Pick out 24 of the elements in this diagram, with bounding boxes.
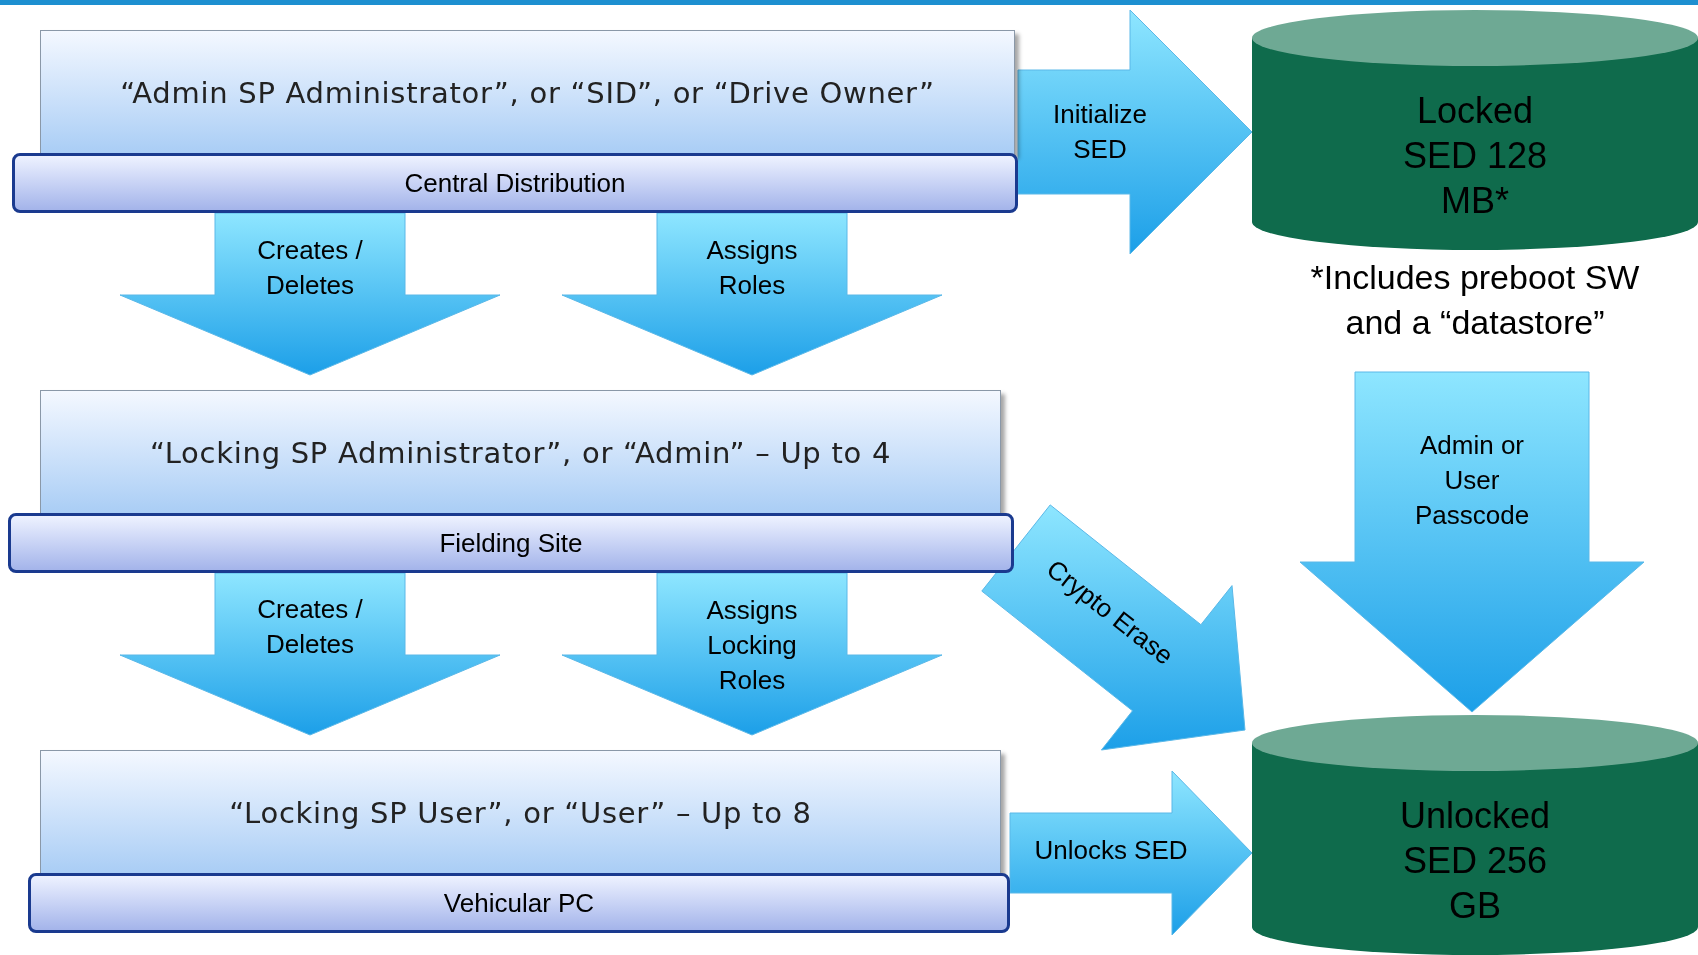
edge-label: Unlocks SED [1034,833,1188,867]
block-arrow [1009,770,1253,936]
edge-label: Creates / Deletes [256,593,364,661]
site-band: Vehicular PC [28,873,1010,933]
site-band: Central Distribution [12,153,1018,213]
edge-label: Creates / Deletes [256,234,364,302]
block-arrow [119,572,501,736]
edge-label: Assigns Locking Roles [705,593,799,697]
edge-label: Initialize SED [1052,98,1148,166]
block-arrow [1299,371,1645,713]
role-box: “Locking SP Administrator”, or “Admin” – Up to 4 [40,390,1001,515]
cylinder-label: Locked SED 128 MB* [1401,89,1549,223]
edge-label: Assigns Roles [705,234,799,302]
cylinder-label: Unlocked SED 256 GB [1398,794,1552,928]
edge-label: Admin or User Passcode [1413,428,1531,532]
role-box: “Admin SP Administrator”, or “SID”, or “Drive Owner” [40,30,1015,155]
site-band: Fielding Site [8,513,1014,573]
footnote-text: *Includes preboot SW and a “datastore” [1309,257,1641,343]
block-arrow [561,212,943,376]
block-arrow [561,572,943,736]
block-arrow [981,504,1246,751]
block-arrow [119,212,501,376]
block-arrow [1017,9,1253,255]
role-box: “Locking SP User”, or “User” – Up to 8 [40,750,1001,875]
